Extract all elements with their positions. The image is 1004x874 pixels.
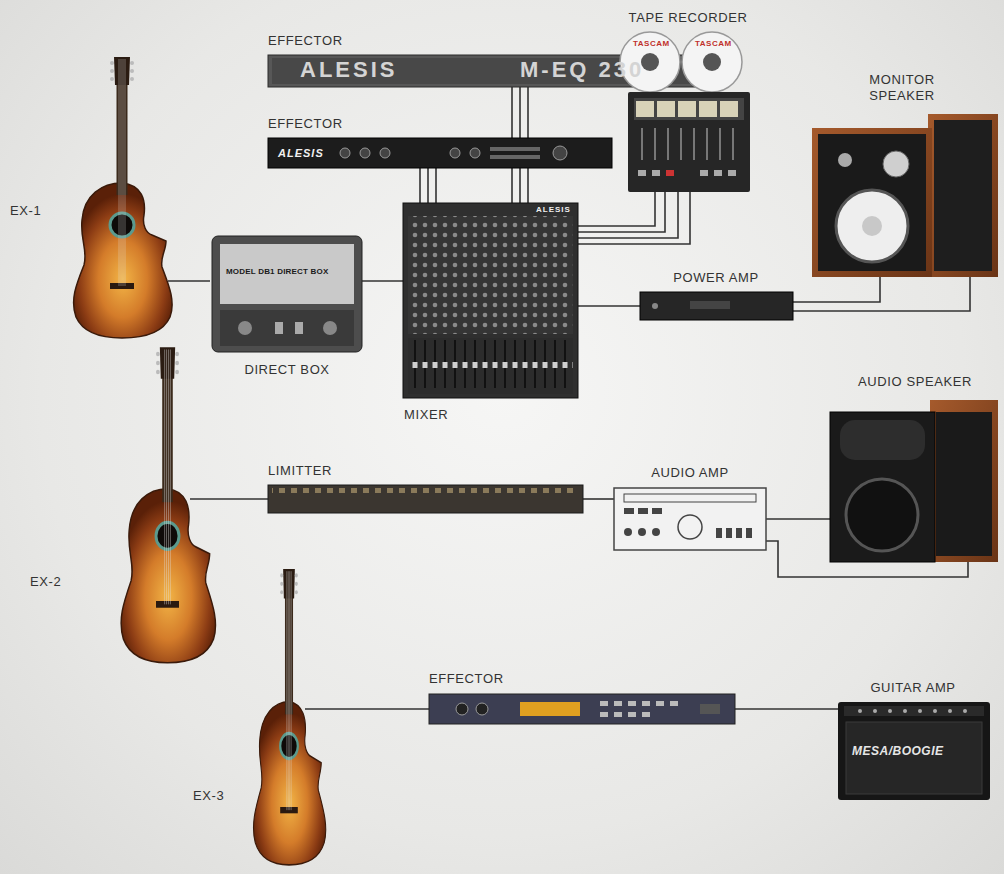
- audio-speaker: AUDIO SPEAKER: [830, 400, 998, 562]
- brand-label: TASCAM: [695, 40, 732, 49]
- monitor-speaker: MONITOR SPEAKER: [812, 112, 998, 277]
- power-amp: POWER AMP: [640, 292, 793, 320]
- acoustic-guitar: EX-1: [62, 55, 168, 340]
- brand-label: ALESIS: [278, 147, 324, 159]
- equipment-label: EFFECTOR: [268, 116, 343, 132]
- brand-label: MESA/BOOGIE: [852, 745, 944, 758]
- equipment-label: GUITAR AMP: [870, 680, 955, 696]
- brand-label: MODEL DB1 DIRECT BOX: [226, 268, 329, 277]
- equipment-label: EX-2: [30, 574, 61, 590]
- signal-cable: [578, 192, 690, 244]
- equipment-label: DIRECT BOX: [244, 362, 329, 378]
- acoustic-guitar: EX-3: [245, 567, 305, 867]
- equipment-label: TAPE RECORDER: [629, 10, 748, 26]
- direct-box: DIRECT BOX: [210, 232, 362, 354]
- mixer: MIXER: [403, 203, 578, 398]
- effector-rack: EFFECTOR: [429, 694, 735, 724]
- brand-label: ALESIS: [300, 58, 397, 82]
- equipment-label: EFFECTOR: [268, 33, 343, 49]
- equipment-label: EX-1: [10, 203, 41, 219]
- signal-cable: [583, 498, 614, 500]
- signal-cable: [305, 708, 429, 710]
- brand-label: TASCAM: [633, 40, 670, 49]
- signal-cable: [420, 168, 436, 203]
- equipment-label: EX-3: [193, 788, 224, 804]
- equipment-label: POWER AMP: [673, 270, 759, 286]
- limiter-rack: LIMITTER: [268, 485, 583, 513]
- audio-amp: AUDIO AMP: [614, 488, 766, 550]
- signal-cable: [578, 305, 640, 307]
- signal-cable: [793, 277, 970, 311]
- brand-label: M-EQ 230: [520, 58, 644, 82]
- equipment-label: MIXER: [404, 407, 448, 423]
- signal-cable: [362, 280, 403, 282]
- tape-recorder: TAPE RECORDER: [610, 30, 750, 192]
- signal-cable: [168, 280, 210, 282]
- equipment-label: LIMITTER: [268, 463, 332, 479]
- acoustic-guitar: EX-2: [110, 345, 190, 665]
- equipment-label: AUDIO SPEAKER: [858, 374, 972, 390]
- signal-cable: [190, 498, 268, 500]
- signal-cable: [735, 708, 838, 710]
- equipment-label: AUDIO AMP: [651, 465, 729, 481]
- equipment-label: EFFECTOR: [429, 671, 504, 687]
- brand-label: ALESIS: [536, 206, 571, 215]
- equipment-label: MONITOR SPEAKER: [857, 72, 947, 104]
